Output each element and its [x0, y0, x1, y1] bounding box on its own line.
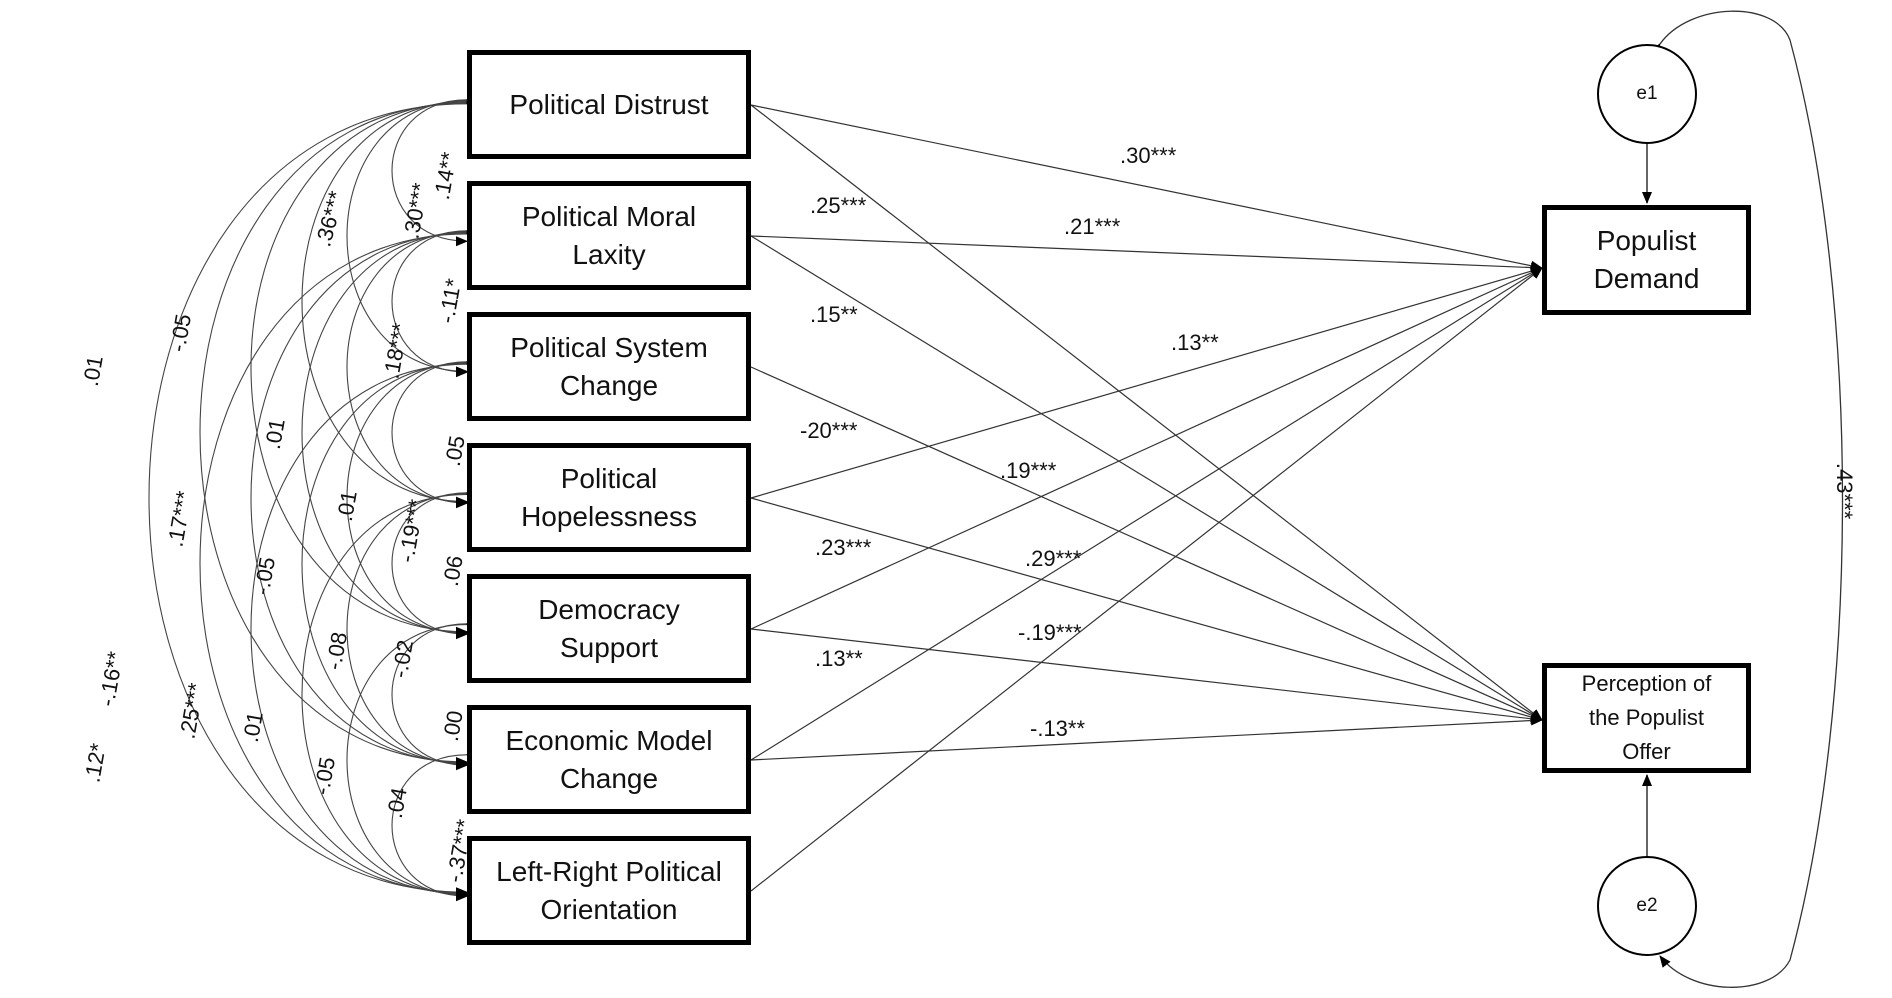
box-label-line1: Populist [1596, 225, 1697, 256]
box-label-line2: Laxity [572, 238, 646, 270]
corr-arc-moral-hopeless [346, 226, 479, 508]
error-e2: e2 [1597, 856, 1697, 956]
corr-arc-democracy-leftright [346, 619, 479, 901]
arc-residual-covariance [1649, 10, 1844, 988]
box-political-distrust: Political Distrust [467, 50, 751, 159]
corr-arc-distrust-system [346, 95, 479, 377]
box-label-line2: Demand [1593, 263, 1700, 294]
box-label-line1: Political [560, 462, 658, 494]
path-distrust-demand [750, 104, 1543, 271]
path-distrust-offer [750, 104, 1543, 721]
corr-arc-hopeless-leftright [301, 489, 479, 900]
box-economic-model-change: Economic Model Change [467, 705, 751, 814]
corr-arc-distrust-democracy [250, 97, 479, 637]
box-label-line1: Political Moral [521, 200, 697, 232]
path-economic-offer [750, 715, 1543, 761]
box-label-line2: Change [559, 369, 659, 401]
box-label-line2: the Populist [1589, 705, 1704, 730]
error-e1: e1 [1597, 44, 1697, 144]
corr-arc-system-democracy [346, 357, 479, 639]
path-moral-offer [750, 235, 1543, 721]
path-democracy-demand [750, 267, 1543, 630]
box-perception-populist-offer: Perception of the Populist Offer [1542, 663, 1751, 773]
box-label-line1: Economic Model [505, 724, 713, 756]
corr-democracy-economic: .06 [437, 553, 468, 589]
corr-arc-system-leftright [250, 359, 479, 899]
box-label-line1: Left-Right Political [496, 855, 722, 887]
coef-moral-demand: .21*** [1064, 214, 1121, 239]
coef-democracy-demand: .19*** [1000, 458, 1057, 483]
path-economic-demand [750, 267, 1543, 761]
corr-distrust-economic: .01 [77, 353, 108, 389]
corr-hopeless-leftright: .01 [237, 709, 268, 745]
path-system-offer [750, 366, 1543, 721]
box-political-hopelessness: Political Hopelessness [467, 443, 751, 552]
path-hopeless-offer [750, 497, 1543, 722]
corr-arc-moral-system [391, 225, 479, 378]
corr-arc-moral-economic [250, 228, 479, 768]
box-label-line2: Change [559, 762, 659, 794]
box-political-moral-laxity: Political Moral Laxity [467, 181, 751, 290]
corr-economic-leftright-a: .00 [437, 708, 468, 744]
corr-system-democracy: .01 [331, 488, 362, 524]
box-label: Political Distrust [509, 88, 709, 120]
box-political-system-change: Political System Change [467, 312, 751, 421]
path-democracy-offer [750, 628, 1543, 724]
corr-arc-moral-democracy [301, 227, 479, 638]
coef-democracy-offer: -.19*** [1018, 620, 1082, 645]
box-label-line2: Orientation [540, 893, 678, 925]
coef-economic-offer: -.13** [1030, 716, 1086, 741]
path-hopeless-demand [750, 266, 1543, 499]
box-label-line3: Offer [1622, 739, 1671, 764]
coef-hopeless-demand: .13** [1171, 330, 1219, 355]
box-label-line1: Democracy [538, 593, 680, 625]
box-label-line1: Perception of [1581, 671, 1712, 696]
error-label: e1 [1636, 83, 1658, 104]
coef-leftright-demand: .13** [815, 646, 863, 671]
coef-residual-covariance: .43*** [1832, 462, 1858, 520]
box-label-line2: Hopelessness [521, 500, 697, 532]
box-left-right-orientation: Left-Right Political Orientation [467, 836, 751, 945]
corr-arc-distrust-hopeless [301, 96, 479, 507]
corr-arc-system-hopeless [391, 356, 479, 509]
corr-arc-distrust-leftright [148, 98, 479, 898]
corr-arc-distrust-economic [199, 97, 479, 767]
corr-arc-distrust-moral [391, 94, 479, 247]
error-label: e2 [1636, 895, 1658, 916]
coef-distrust-demand: .30*** [1120, 143, 1177, 168]
box-democracy-support: Democracy Support [467, 574, 751, 683]
coef-distrust-offer: .25*** [810, 193, 867, 218]
coef-hopeless-offer: .23*** [815, 535, 872, 560]
box-label-line2: Support [559, 631, 659, 663]
corr-arc-economic-leftright [391, 749, 479, 902]
corr-system-hopeless: .05 [439, 433, 470, 469]
coef-economic-demand: .29*** [1025, 546, 1082, 571]
box-populist-demand: Populist Demand [1542, 205, 1751, 315]
corr-arc-hopeless-economic [346, 488, 479, 770]
corr-arc-hopeless-democracy [391, 487, 479, 640]
path-leftright-demand [750, 267, 1543, 892]
corr-moral-democracy: .01 [259, 416, 290, 452]
corr-economic-leftright-b: .04 [381, 785, 412, 821]
path-moral-demand [750, 235, 1543, 273]
corr-arc-democracy-economic [391, 618, 479, 771]
box-label-line1: Political System [510, 331, 708, 363]
coef-moral-offer: .15** [810, 302, 858, 327]
corr-arc-system-economic [301, 358, 479, 769]
coef-system-offer: -20*** [800, 418, 858, 443]
corr-arc-moral-leftright [199, 228, 479, 898]
